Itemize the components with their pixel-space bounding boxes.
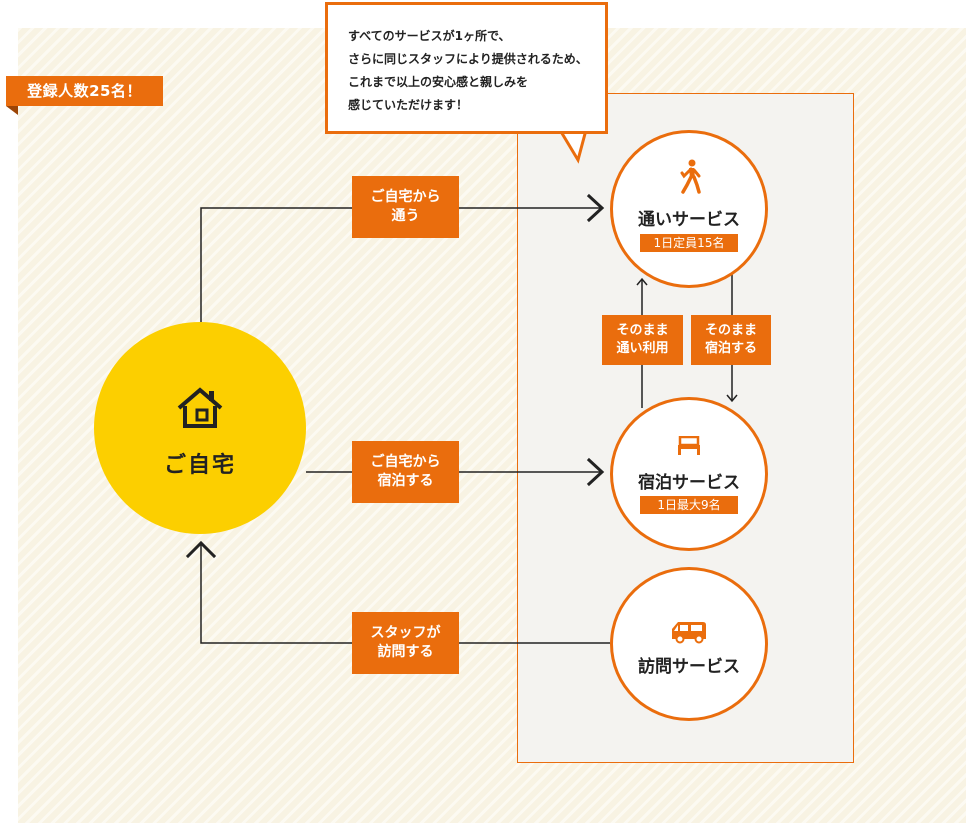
arrow-label-line: 通い利用	[616, 341, 669, 356]
arrow-label-line: そのまま	[704, 323, 757, 338]
arrowhead-up-small	[636, 277, 648, 286]
arrow-label-line: 宿泊する	[704, 341, 757, 356]
bubble-line: 感じていただけます！	[348, 98, 469, 112]
arrowhead-down-small	[726, 394, 738, 403]
bed-icon	[678, 436, 700, 455]
arrow-label-line: そのまま	[616, 323, 669, 338]
day-service-name: 通いサービス	[638, 210, 740, 230]
connector-home-to-day	[200, 207, 600, 322]
arrow-label-from-visit: スタッフが 訪問する	[352, 612, 459, 674]
arrowhead-to-home	[185, 540, 217, 559]
connector-visit-to-home	[200, 545, 610, 644]
walking-person-icon	[680, 159, 701, 194]
arrow-label-to-day: ご自宅から 通う	[352, 176, 459, 238]
registration-count-badge: 登録人数25名！	[6, 76, 163, 106]
visit-service-node: 訪問サービス	[610, 567, 768, 721]
stay-service-capacity: 1日最大9名	[640, 496, 738, 514]
bubble-line: これまで以上の安心感と親しみを	[348, 75, 529, 89]
arrow-label-day-to-stay: そのまま 宿泊する	[691, 315, 771, 365]
arrowhead-to-stay	[586, 457, 605, 487]
arrow-label-line: ご自宅から	[370, 454, 441, 470]
badge-fold	[6, 106, 18, 115]
stay-service-name: 宿泊サービス	[638, 473, 740, 493]
home-node: ご自宅	[94, 322, 306, 534]
visit-service-name: 訪問サービス	[638, 657, 740, 677]
day-service-capacity: 1日定員15名	[640, 234, 738, 252]
arrow-label-to-stay: ご自宅から 宿泊する	[352, 441, 459, 503]
arrow-label-line: 宿泊する	[377, 473, 434, 489]
arrow-label-stay-to-day: そのまま 通い利用	[602, 315, 683, 365]
arrow-label-line: ご自宅から	[370, 189, 441, 205]
house-icon	[177, 387, 223, 428]
bubble-tail	[558, 129, 588, 164]
arrow-label-line: 通う	[391, 208, 420, 224]
bubble-line: すべてのサービスが1ヶ所で、	[348, 29, 511, 43]
arrow-label-line: スタッフが	[370, 625, 441, 641]
stay-service-node: 宿泊サービス 1日最大9名	[610, 397, 768, 551]
bubble-line: さらに同じスタッフにより提供されるため、	[348, 52, 588, 66]
speech-bubble: すべてのサービスが1ヶ所で、 さらに同じスタッフにより提供されるため、 これまで…	[325, 2, 608, 134]
arrowhead-to-day	[586, 193, 605, 223]
arrow-label-line: 訪問する	[377, 644, 434, 660]
van-icon	[672, 622, 706, 644]
home-label: ご自宅	[163, 453, 236, 478]
day-service-node: 通いサービス 1日定員15名	[610, 130, 768, 288]
